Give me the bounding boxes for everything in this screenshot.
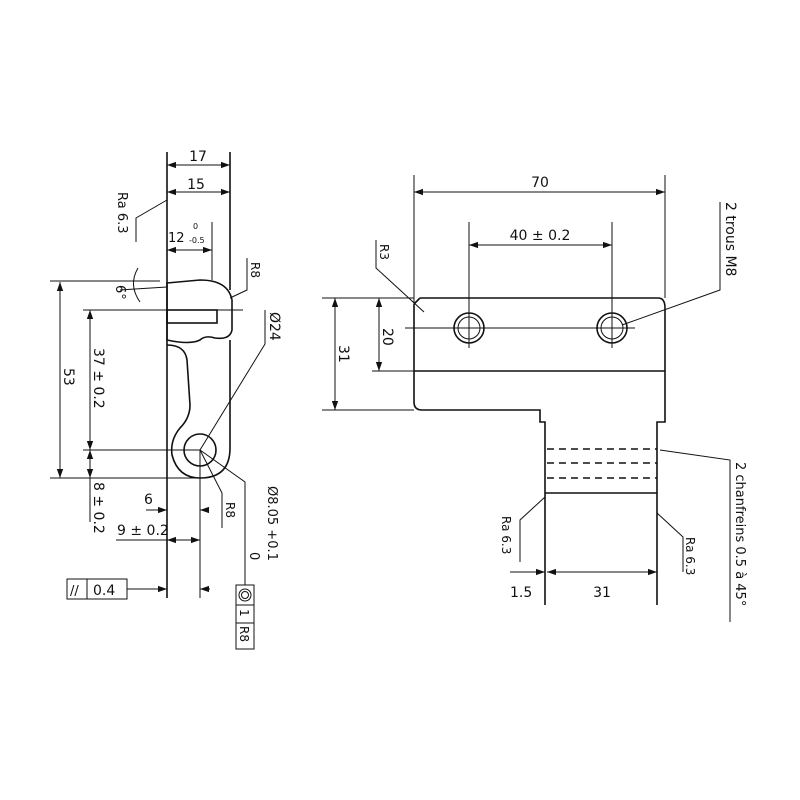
dim-12-tol-lower: -0.5 [189,236,205,245]
left-view: 17 15 12 0 -0.5 Ra 6.3 6° R8 Ø24 53 37 ±… [50,149,282,650]
dim-9: 9 ± 0.2 [117,523,169,539]
parallelism-symbol: // [70,584,79,599]
dim-31-horizontal: 31 [593,585,611,601]
position-value: 1 [237,609,251,617]
radius-r3: R3 [377,244,391,260]
dim-12: 12 [168,231,185,246]
holes-m8: 2 trous M8 [722,202,738,276]
dim-17: 17 [189,149,207,165]
dim-53: 53 [60,368,76,386]
dim-70: 70 [531,175,549,191]
diameter-24: Ø24 [266,312,282,341]
dim-8: 8 ± 0.2 [90,482,106,534]
dim-31-vertical: 31 [335,345,351,363]
angle-6: 6° [112,285,127,300]
bore-circle [183,433,217,467]
position-frame: 1 R8 [235,584,255,650]
dim-37: 37 ± 0.2 [90,348,106,409]
right-view: 70 40 ± 0.2 R3 2 trous M8 31 20 2 chanfr… [322,175,747,622]
bore-tol-lower: 0 [246,552,261,560]
parallelism-value: 0.4 [93,583,115,599]
dim-12-tol-upper: 0 [193,222,198,231]
hatched-section [166,279,233,344]
dim-15: 15 [187,177,205,193]
dim-20: 20 [379,328,395,346]
radius-bottom: R8 [223,502,237,518]
position-ref: R8 [237,626,251,642]
roughness-right: Ra 6.3 [683,537,697,575]
bore-diameter: Ø8.05 +0.1 [264,486,279,561]
dim-1-5: 1.5 [510,585,532,601]
parallelism-frame: // 0.4 [66,578,128,600]
roughness-left-view: Ra 6.3 [114,192,129,234]
roughness-left: Ra 6.3 [499,516,513,554]
dim-6: 6 [144,492,153,508]
radius-top: R8 [248,262,262,278]
dim-40: 40 ± 0.2 [510,228,571,244]
chamfers-note: 2 chanfreins 0.5 à 45° [732,462,747,606]
